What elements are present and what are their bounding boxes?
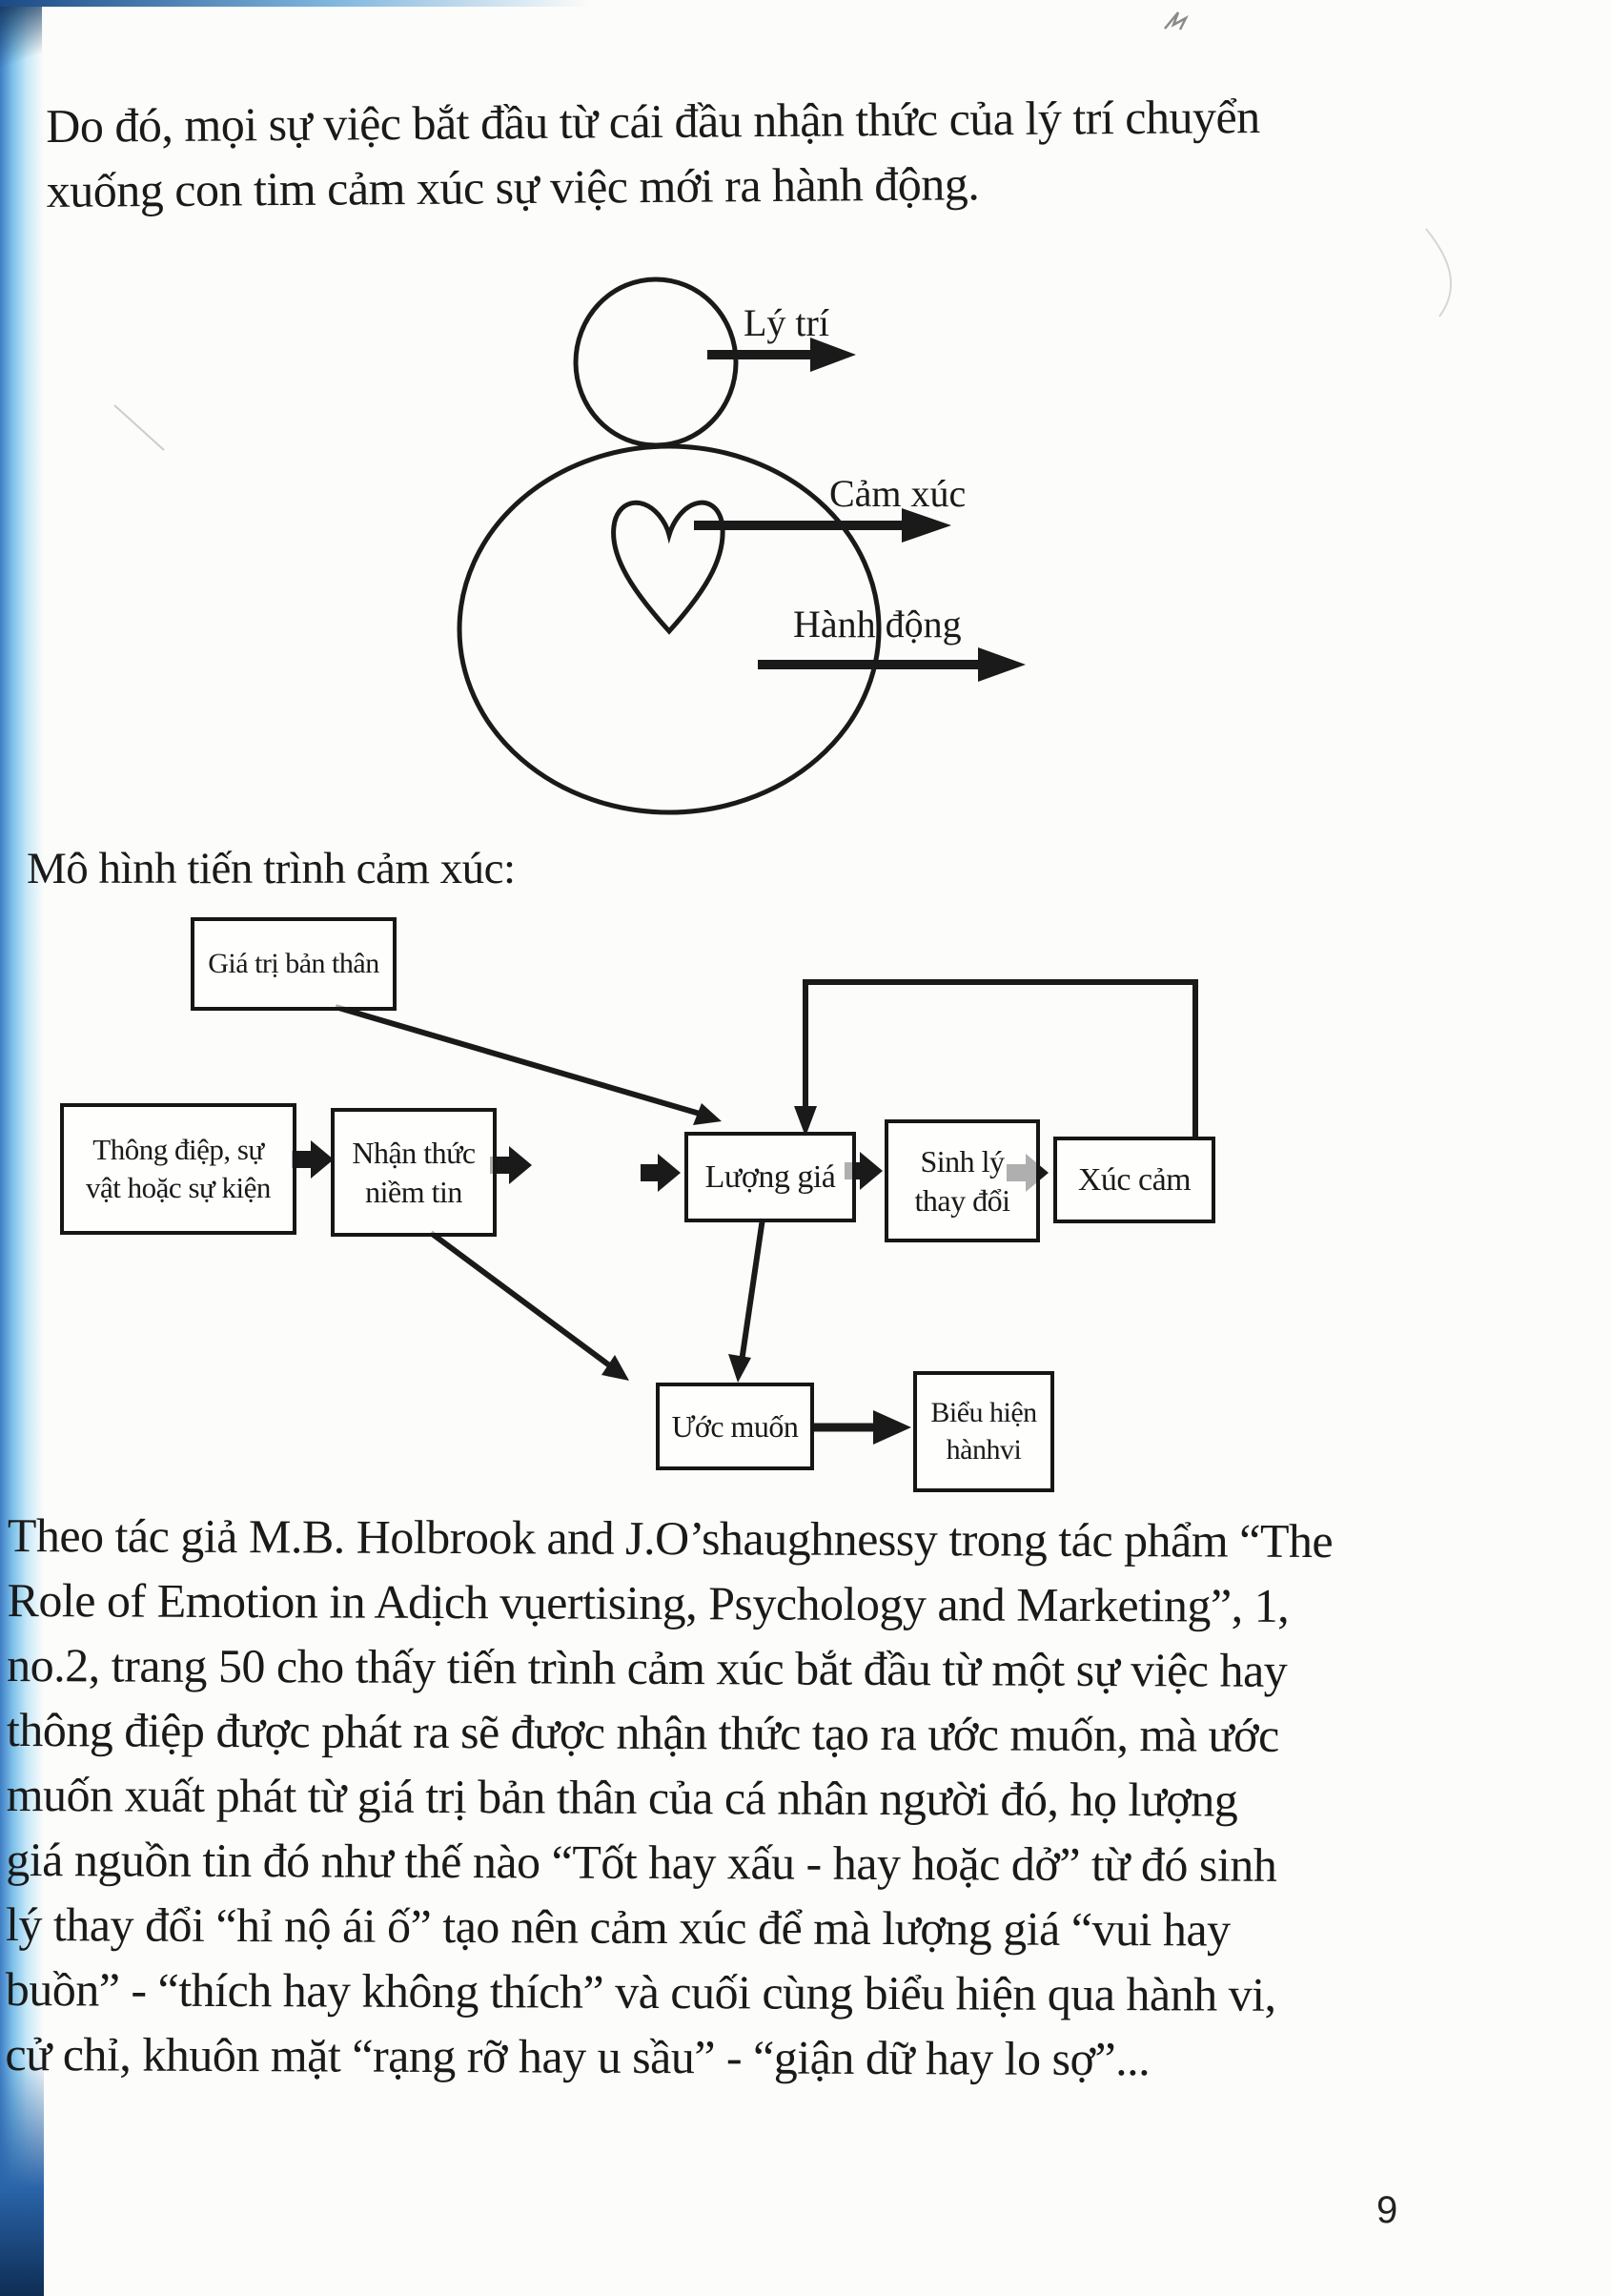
selfvalue-appraisal-line [335,1004,701,1117]
feedback-line [803,979,1198,1137]
flow-block-arrow [641,1154,681,1192]
flow-block-arrow [292,1140,334,1179]
box-label: Sinh lý [920,1143,1005,1179]
box-label: Thông điệp, sự [92,1133,264,1167]
perception-desire-line [429,1230,614,1370]
paragraph-line: Do đó, mọi sự việc bắt đầu từ cái đầu nh… [46,89,1260,153]
paragraph-line: Role of Emotion in Adịch vụertising, Psy… [7,1572,1290,1632]
heart-icon [611,500,725,635]
paragraph-line: Theo tác giả M.B. Holbrook and J.O’shaug… [7,1508,1334,1568]
intro-paragraph: Do đó, mọi sự việc bắt đầu từ cái đầu nh… [46,84,1260,223]
box-label: Giá trị bản thân [208,947,379,979]
box-message: Thông điệp, sự vật hoặc sự kiện [60,1103,296,1235]
appraisal-desire-line [739,1218,765,1363]
box-label: Lượng giá [704,1158,836,1195]
pen-mark-icon [1164,11,1189,31]
paragraph-line: giá nguồn tin đó như thế nào “Tốt hay xấ… [6,1832,1277,1892]
label-reason: Lý trí [744,301,829,344]
box-physiology: Sinh lý thay đổi [885,1119,1040,1242]
paragraph-line: muốn xuất phát từ giá trị bản thân của c… [6,1767,1238,1827]
box-behavior: Biểu hiện hànhvi [913,1371,1054,1492]
box-label: thay đổi [914,1182,1010,1218]
model-heading: Mô hình tiến trình cảm xúc: [27,844,516,893]
paragraph-line: cử chỉ, khuôn mặt “rạng rỡ hay u sầu” - … [5,2026,1151,2086]
desire-behavior-arrowhead [873,1410,911,1445]
box-desire: Ước muốn [656,1383,814,1470]
scan-scratch [113,404,165,451]
paragraph-line: thông điệp được phát ra sẽ được nhận thứ… [6,1702,1279,1762]
label-action: Hành động [793,603,962,646]
page-number: 9 [1376,2189,1398,2231]
box-perception: Nhận thức niềm tin [331,1108,497,1237]
box-label: Ước muốn [671,1408,799,1444]
scan-left-edge [0,0,44,2296]
paragraph-line: lý thay đổi “hỉ nộ ái ố” tạo nên cảm xúc… [5,1896,1231,1957]
perception-desire-arrowhead [601,1355,629,1381]
appraisal-desire-arrowhead [728,1354,751,1383]
scan-scratch [1425,228,1453,318]
box-label: hànhvi [946,1433,1022,1466]
scan-corner-top-left [0,0,42,76]
box-label: Nhận thức [352,1135,476,1170]
head-ellipse [573,277,739,448]
paragraph-line: buồn” - “thích hay không thích” và cuối … [5,1961,1276,2021]
scan-corner-bottom-left [0,2058,44,2296]
box-self-value: Giá trị bản thân [191,917,397,1011]
paragraph-line: no.2, trang 50 cho thấy tiến trình cảm x… [7,1637,1288,1697]
paragraph-line: xuống con tim cảm xúc sự việc mới ra hàn… [46,156,980,217]
box-emotion: Xúc cảm [1053,1137,1215,1223]
body-paragraph: Theo tác giả M.B. Holbrook and J.O’shaug… [5,1503,1333,2092]
box-appraisal: Lượng giá [684,1132,856,1222]
box-label: vật hoặc sự kiện [86,1171,271,1204]
action-arrowhead [978,647,1026,682]
box-label: niềm tin [365,1174,462,1209]
selfvalue-arrowhead [693,1103,722,1125]
box-label: Biểu hiện [930,1397,1037,1429]
scan-top-edge [0,0,591,7]
label-emotion: Cảm xúc [829,472,967,515]
box-label: Xúc cảm [1077,1161,1192,1198]
